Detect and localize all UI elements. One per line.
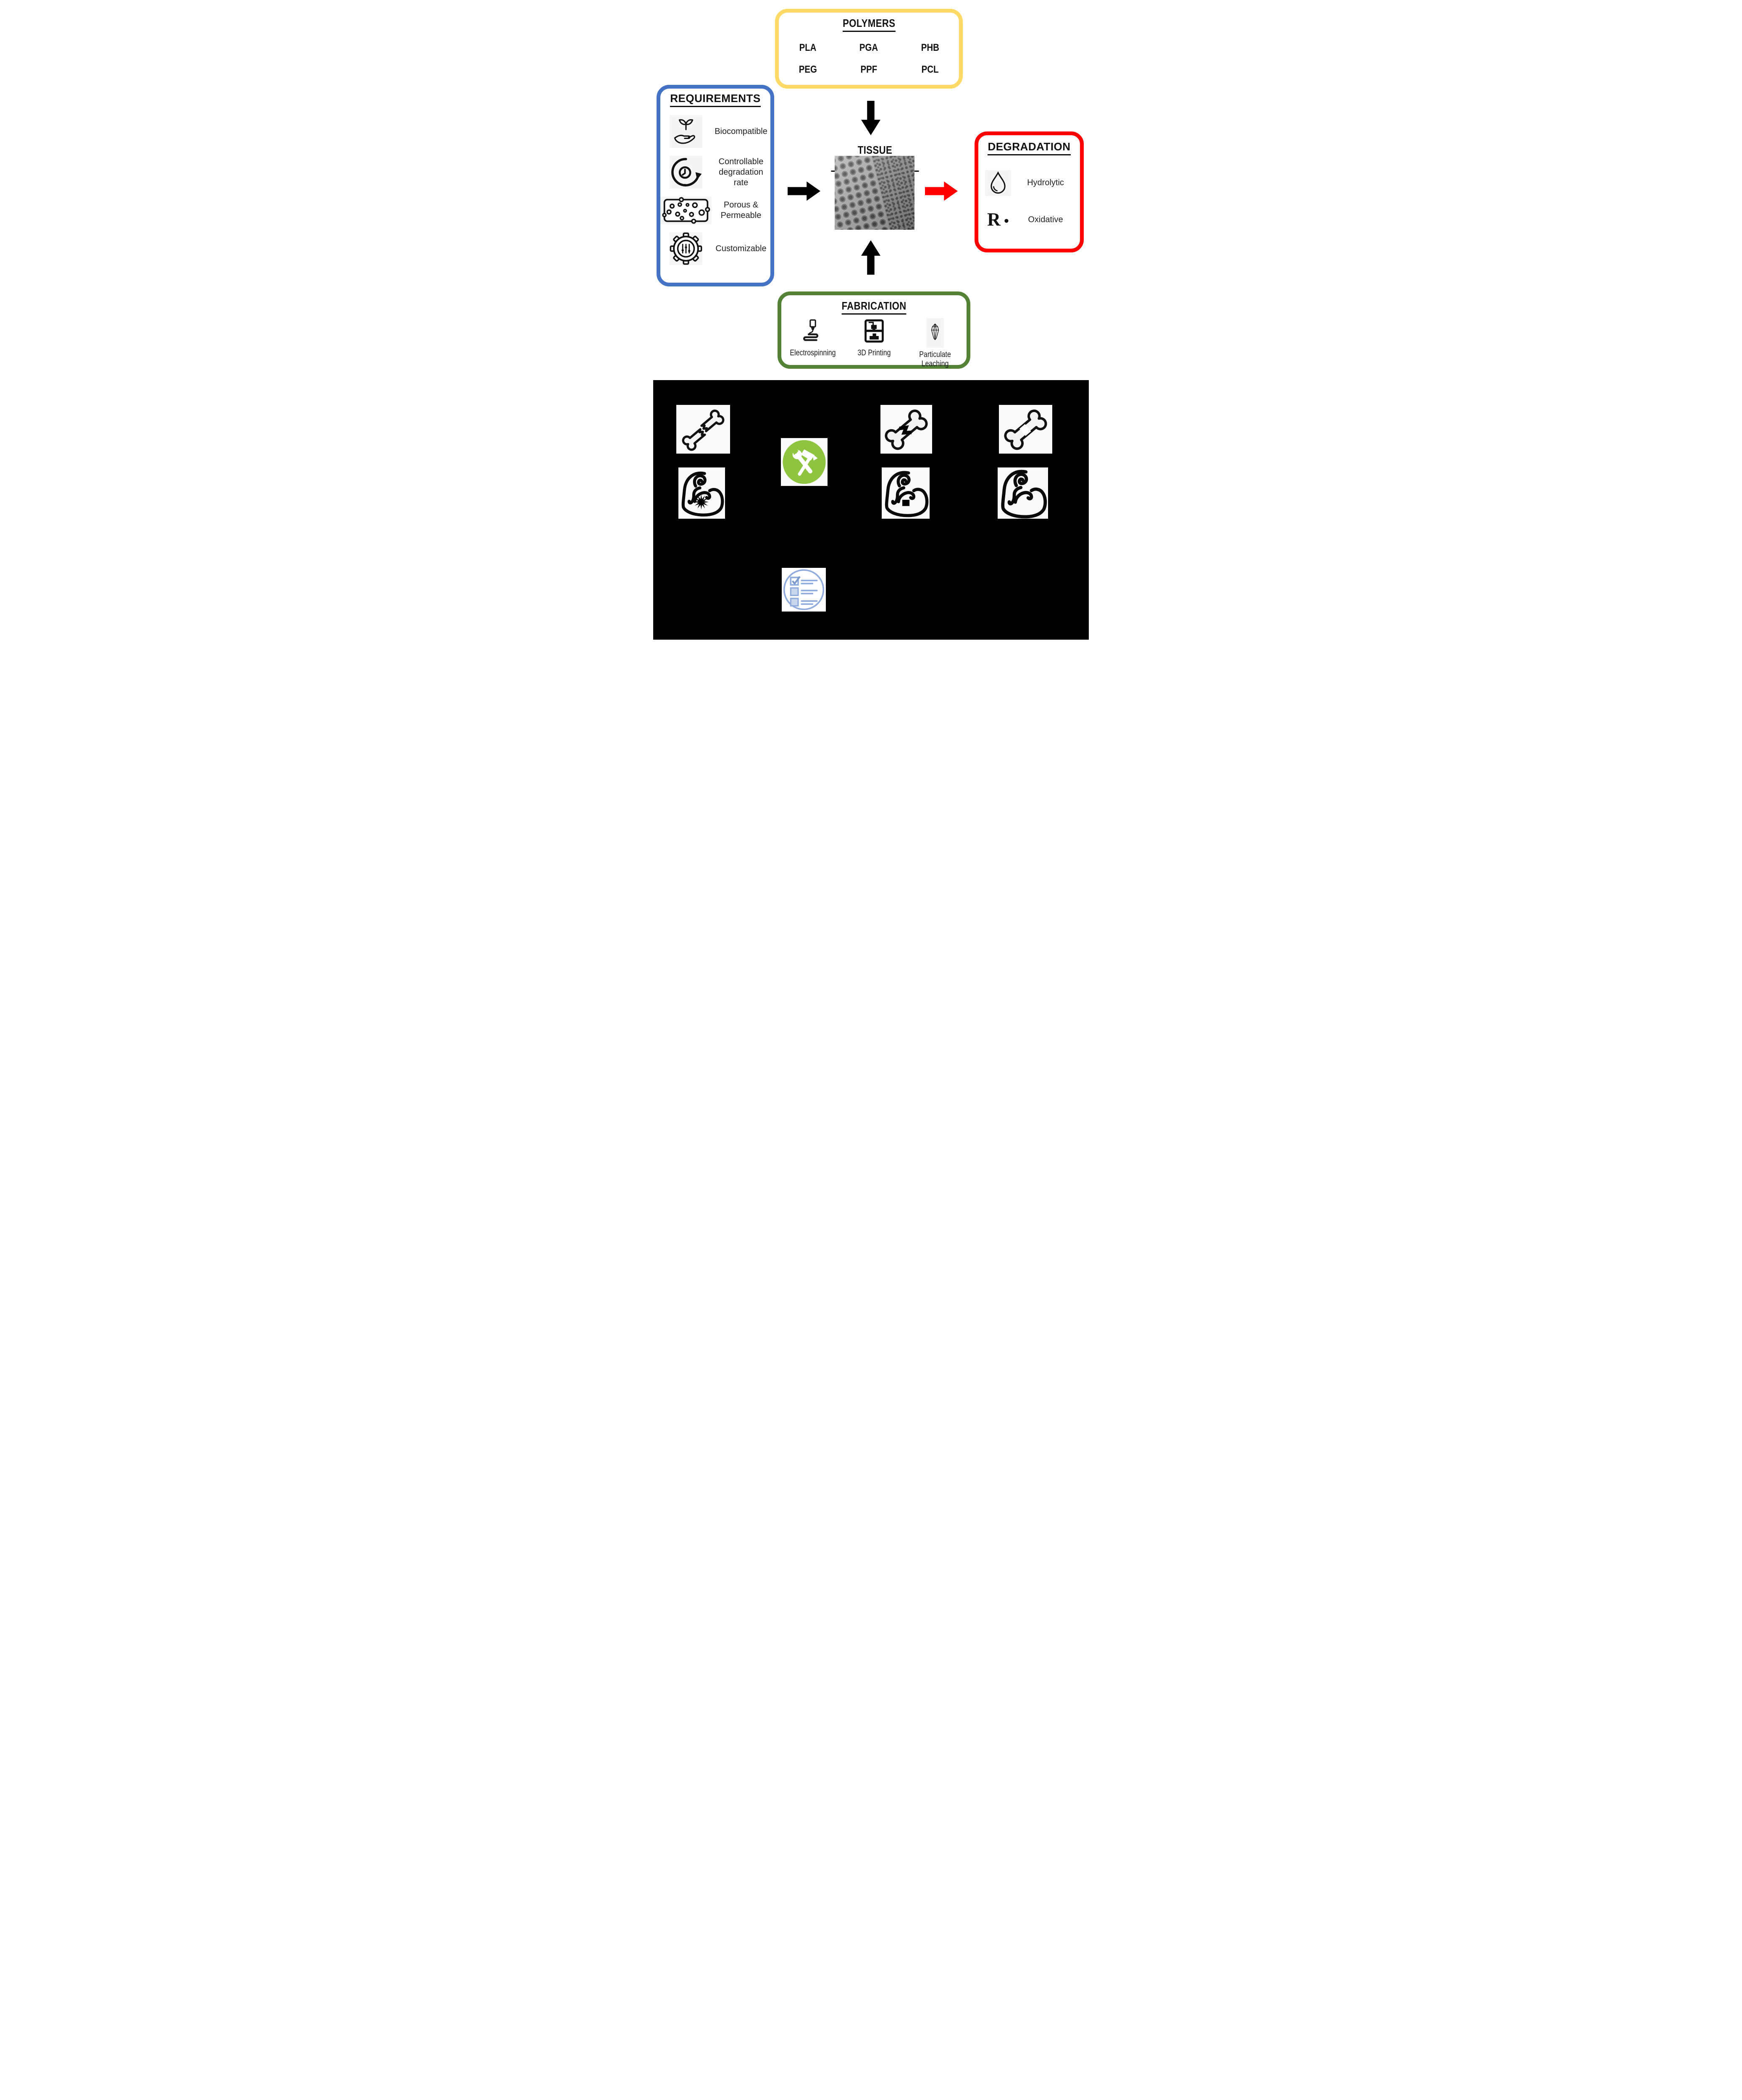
- requirement-biocompatible: Biocompatible: [660, 115, 770, 148]
- degradation-hydrolytic: Hydrolytic: [978, 170, 1080, 196]
- checklist-icon: [782, 568, 826, 612]
- electrospinning-nozzle-icon: [800, 318, 826, 346]
- 3d-printer-icon: [862, 318, 887, 346]
- degradation-label: Oxidative: [1028, 215, 1063, 224]
- requirements-box: REQUIREMENTS Biocompatible: [657, 85, 774, 286]
- requirement-porous: Porous & Permeable: [660, 197, 770, 224]
- polymer-item: PEG: [799, 64, 817, 75]
- arrow-scaffold-to-degradation: [925, 181, 958, 201]
- requirement-customizable: Customizable: [660, 232, 770, 265]
- polymer-item: PCL: [921, 64, 939, 75]
- fabrication-electrospinning: Electrospinning: [783, 318, 842, 358]
- clock-cycle-icon: [670, 156, 702, 189]
- porous-sponge-icon: [660, 197, 712, 224]
- fabrication-3d-printing: 3D Printing: [845, 318, 904, 358]
- degradation-box: DEGRADATION Hydrolytic R• Oxidative: [975, 131, 1084, 252]
- polymer-item: PPF: [860, 64, 878, 75]
- crystal-icon: [926, 318, 944, 348]
- healthy-muscle-icon: [998, 467, 1048, 519]
- healing-bone-icon: [880, 405, 932, 454]
- requirement-label: Biocompatible: [715, 126, 767, 136]
- arrow-fabrication-to-scaffold: [861, 240, 880, 275]
- polymer-item: PGA: [859, 42, 878, 53]
- polymer-item: PHB: [921, 42, 939, 53]
- water-drop-icon: [985, 170, 1011, 196]
- radical-symbol: R•: [987, 209, 1009, 230]
- tissue-scaffold-diagram: POLYMERS PLA PGA PHB PEG PPF PCL REQUIRE…: [653, 0, 1089, 640]
- repair-tools-icon: [781, 438, 828, 486]
- fabrication-label: Electrospinning: [790, 349, 836, 357]
- fabrication-particulate-leaching: Particulate Leaching: [906, 318, 964, 369]
- fabrication-label: Particulate Leaching: [919, 350, 951, 368]
- arrow-polymers-to-scaffold: [861, 101, 880, 135]
- gear-sliders-icon: [670, 232, 702, 265]
- patched-muscle-icon: [882, 467, 930, 519]
- broken-bone-icon: [676, 405, 730, 454]
- degradation-label: Hydrolytic: [1027, 178, 1064, 188]
- polymer-item: PLA: [799, 42, 817, 53]
- arrow-requirements-to-scaffold: [788, 181, 820, 201]
- hand-plant-icon: [670, 115, 702, 148]
- bone-healing-panel: [653, 380, 1089, 640]
- polymers-title: POLYMERS: [779, 17, 959, 32]
- requirements-title: REQUIREMENTS: [660, 92, 770, 107]
- degradation-oxidative: R• Oxidative: [978, 210, 1080, 229]
- requirement-label: Customizable: [715, 244, 767, 253]
- requirement-degradation-rate: Controllable degradation rate: [660, 156, 770, 189]
- fabrication-label: 3D Printing: [857, 349, 891, 357]
- requirement-label: Porous & Permeable: [720, 200, 762, 220]
- healed-bone-icon: [999, 405, 1052, 454]
- fabrication-title: FABRICATION: [781, 299, 967, 315]
- scaffold-sem-image: [835, 156, 914, 230]
- fabrication-box: FABRICATION Electrospinning: [778, 291, 970, 369]
- degradation-title: DEGRADATION: [978, 140, 1080, 155]
- polymers-box: POLYMERS PLA PGA PHB PEG PPF PCL: [775, 9, 963, 89]
- polymers-list: PLA PGA PHB PEG PPF PCL: [779, 32, 959, 86]
- requirement-label: Controllable degradation rate: [718, 157, 764, 187]
- injured-muscle-icon: [678, 467, 725, 519]
